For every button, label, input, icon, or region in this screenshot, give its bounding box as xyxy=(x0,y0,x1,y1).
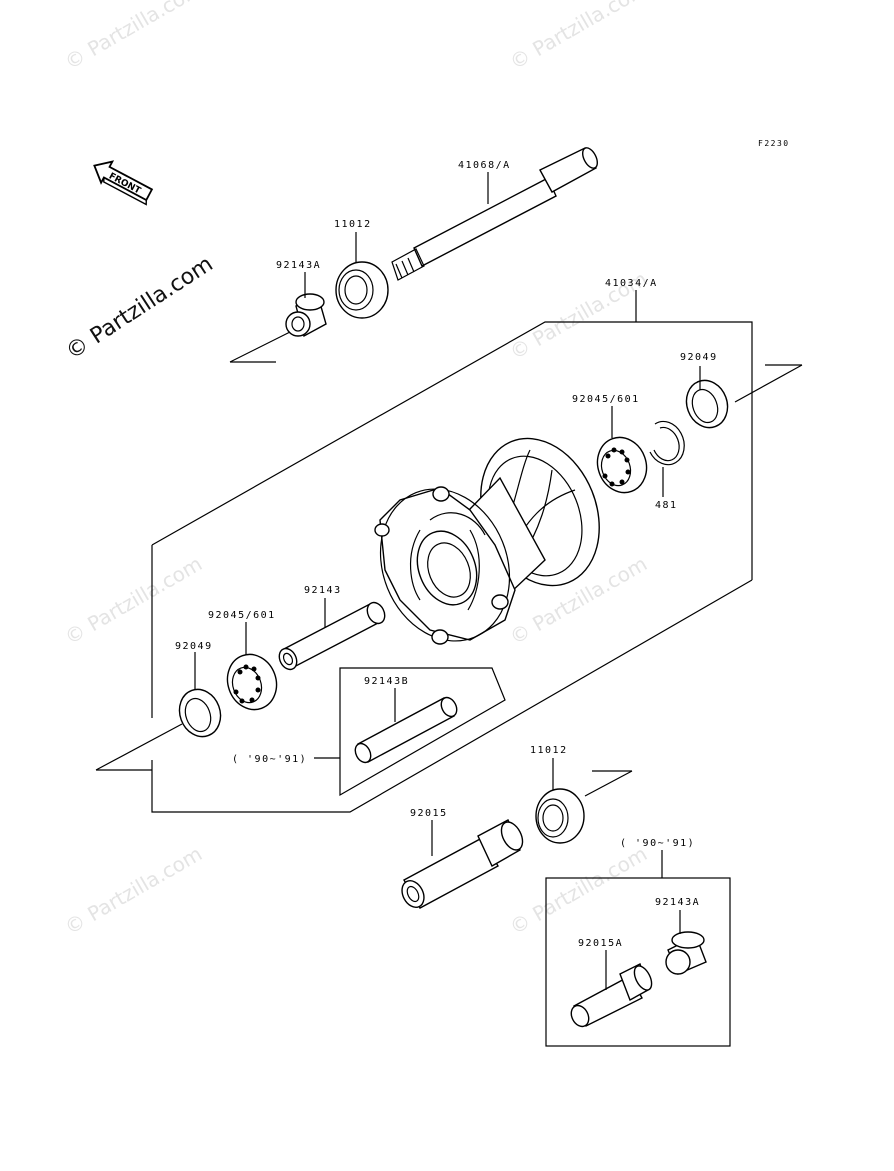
oil-seal-bottom xyxy=(535,788,585,844)
spacer-alt xyxy=(354,696,458,764)
label-92015: 92015 xyxy=(410,808,448,819)
spacer-main xyxy=(278,601,386,671)
label-92049-left: 92049 xyxy=(175,641,213,652)
bearing-left xyxy=(226,653,278,711)
spacer-top xyxy=(285,293,327,338)
watermark: © Partzilla.com xyxy=(61,0,207,74)
circlip xyxy=(649,420,685,466)
front-arrow-icon: FRONT xyxy=(93,160,154,206)
label-41068-a: 41068/A xyxy=(458,160,511,171)
label-41034-a: 41034/A xyxy=(605,278,658,289)
label-92049-right: 92049 xyxy=(680,352,718,363)
bearing-right xyxy=(596,436,648,494)
label-92143: 92143 xyxy=(304,585,342,596)
collar xyxy=(401,819,524,909)
alt-parts-box xyxy=(545,877,731,1047)
label-92143a-alt: 92143A xyxy=(655,897,700,908)
watermark: © Partzilla.com xyxy=(61,551,207,649)
figure-code: F2230 xyxy=(758,139,790,148)
wheel-hub xyxy=(374,437,600,645)
label-92045-601-right: 92045/601 xyxy=(572,394,640,405)
year-note-1: ( '90~'91) xyxy=(232,754,307,765)
axle xyxy=(391,147,599,281)
brand-watermark: © Partzilla.com xyxy=(62,252,218,365)
oil-seal-top xyxy=(335,261,389,319)
label-92045-601-left: 92045/601 xyxy=(208,610,276,621)
label-92015a: 92015A xyxy=(578,938,623,949)
label-11012-bottom: 11012 xyxy=(530,745,568,756)
watermark: © Partzilla.com xyxy=(61,841,207,939)
dust-seal-left xyxy=(178,688,222,738)
hub-frame xyxy=(151,321,753,813)
collar-alt xyxy=(570,963,653,1028)
dust-seal-right xyxy=(685,379,729,429)
label-11012-top: 11012 xyxy=(334,219,372,230)
spacer-alt2 xyxy=(665,931,707,975)
watermark: © Partzilla.com xyxy=(506,0,652,74)
label-92143b: 92143B xyxy=(364,676,409,687)
year-note-2: ( '90~'91) xyxy=(620,838,695,849)
label-481: 481 xyxy=(655,500,678,511)
label-92143a-top: 92143A xyxy=(276,260,321,271)
alt-spacer-box xyxy=(339,667,506,797)
watermark: © Partzilla.com xyxy=(506,841,652,939)
